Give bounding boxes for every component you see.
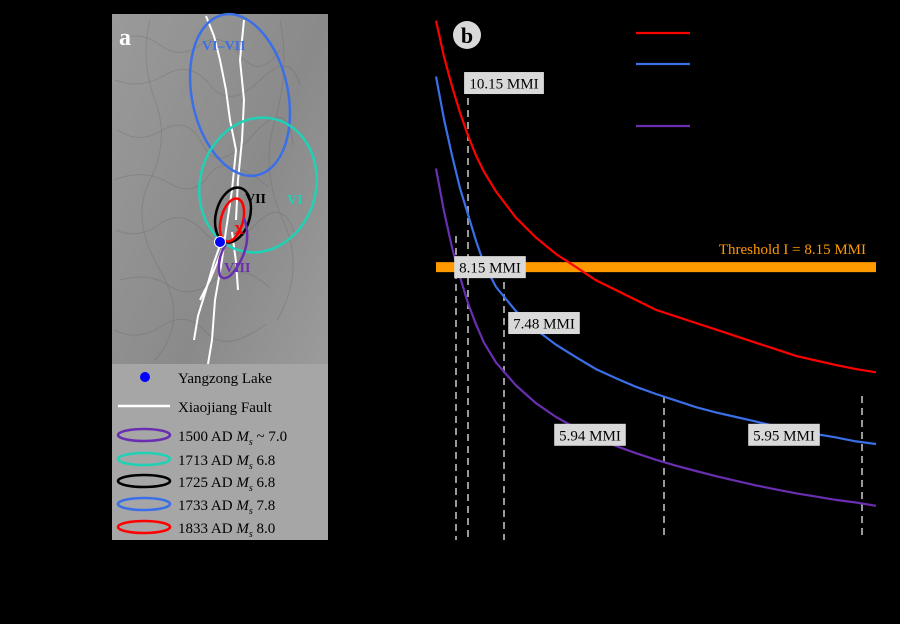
annotation-text: 7.48 MMI <box>513 317 575 333</box>
annotation-1: 10.15 MMI <box>464 72 544 95</box>
annotation-text: 5.95 MMI <box>753 428 815 444</box>
dashed-guide-lines <box>455 86 863 540</box>
isoseismal-zones <box>188 12 318 280</box>
panel-b-label: b <box>453 21 481 49</box>
legend-fault-label: Xiaojiang Fault <box>178 400 273 416</box>
annotation-box <box>554 423 626 446</box>
annotation-2: 8.15 MMI <box>454 256 526 279</box>
legend-1733-icon <box>116 496 172 512</box>
isoseismal-1500 <box>217 217 249 280</box>
legend-1833-icon <box>116 519 172 535</box>
annotation-text: 10.15 MMI <box>469 77 538 93</box>
yangzong-lake-dot <box>214 236 226 248</box>
isoseismal-1713 <box>198 116 318 254</box>
zone-label-viii: VIII <box>224 261 250 276</box>
zone-label-vi: VI <box>287 193 303 208</box>
panel-a-label: a <box>119 25 131 51</box>
isoseismal-1733 <box>188 12 292 178</box>
annotation-box <box>748 423 820 446</box>
legend-1500-icon <box>116 427 172 443</box>
isoseismal-1833 <box>218 197 246 243</box>
panel-b-label-text: b <box>461 23 473 48</box>
legend-1500-label: 1500 AD Ms ~ 7.0 <box>178 429 287 448</box>
annotation-box <box>464 72 544 95</box>
legend-1725-label: 1725 AD Ms 6.8 <box>178 475 275 494</box>
annotation-5: 5.95 MMI <box>748 423 820 446</box>
legend-1733-label: 1733 AD Ms 7.8 <box>178 498 275 517</box>
legend-1725-icon <box>116 473 172 489</box>
annotation-group: 10.15 MMI 8.15 MMI 7.48 MMI 5.94 MMI 5.95 MM… <box>454 72 820 446</box>
legend-1833-label: 1833 AD Ms 8.0 <box>178 521 275 540</box>
threshold-band <box>436 262 876 273</box>
annotation-box <box>508 312 580 335</box>
legend-lake-icon <box>140 372 150 382</box>
legend-1713-label: 1713 AD Ms 6.8 <box>178 453 275 472</box>
series-line-3 <box>434 168 877 507</box>
chart-legend <box>636 31 690 128</box>
annotation-4: 5.94 MMI <box>554 423 626 446</box>
annotation-box <box>454 256 526 279</box>
annotation-text: 8.15 MMI <box>459 261 521 277</box>
legend-lake-label: Yangzong Lake <box>178 371 272 387</box>
annotation-3: 7.48 MMI <box>508 312 580 335</box>
panel-b-label-circle <box>453 21 481 49</box>
threshold-label: Threshold I = 8.15 MMI <box>719 242 866 258</box>
panel-a-map: a VI–VII VI VII X VIII Yangzong Lake Xia… <box>112 12 328 540</box>
zone-label-vi-vii: VI–VII <box>202 39 246 54</box>
annotation-text: 5.94 MMI <box>559 428 621 444</box>
legend-1713-icon <box>116 451 172 467</box>
series-line-1 <box>434 20 877 374</box>
zone-label-x: X <box>234 223 244 238</box>
panel-b-chart: Threshold I = 8.15 MMI 10.15 MMI 8.15 MMI… <box>434 20 877 540</box>
map-legend: Yangzong Lake Xiaojiang Fault 1500 AD Ms… <box>116 371 287 540</box>
zone-label-vii: VII <box>245 192 266 207</box>
